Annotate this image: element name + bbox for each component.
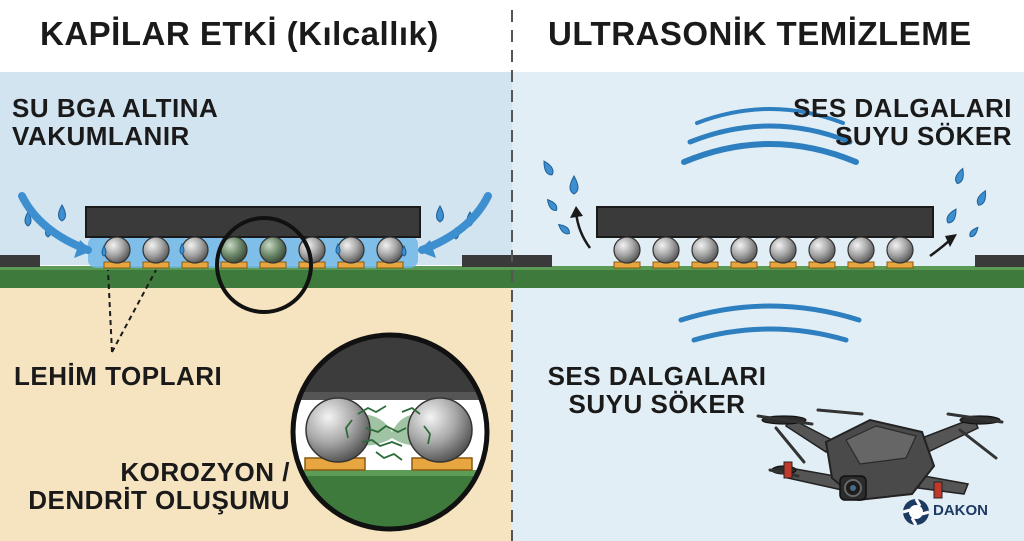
dakon-logo-icon	[902, 498, 930, 526]
drone-illustration	[756, 408, 1004, 502]
solder-ball	[730, 236, 758, 264]
solder-ball	[847, 236, 875, 264]
left-side-component	[0, 255, 40, 267]
sound-waves-top-line1: SES DALGALARI	[793, 93, 1012, 123]
magnifier-circle	[215, 216, 313, 314]
sound-waves-bottom-line1: SES DALGALARI	[547, 361, 767, 391]
sound-waves-label-bottom: SES DALGALARI SUYU SÖKER	[532, 362, 782, 418]
solder-ball	[259, 236, 287, 264]
bga-chip-right	[596, 206, 934, 238]
solder-ball	[769, 236, 797, 264]
sound-waves-bottom	[678, 303, 862, 343]
water-droplets-right	[543, 160, 987, 238]
left-title-bar	[0, 0, 512, 72]
sound-waves-bottom-line2: SUYU SÖKER	[568, 389, 746, 420]
corrosion-zoom	[293, 335, 487, 529]
corrosion-zoom-border	[290, 332, 490, 532]
water-vacuum-line2: VAKUMLANIR	[12, 121, 190, 152]
solder-ball	[376, 236, 404, 264]
sound-waves-label-top: SES DALGALARI SUYU SÖKER	[760, 94, 1012, 150]
right-pcb	[512, 266, 1024, 288]
solder-ball	[142, 236, 170, 264]
right-panel-title: ULTRASONİK TEMİZLEME	[548, 15, 972, 52]
solder-ball	[652, 236, 680, 264]
right-side-component-2	[975, 255, 1024, 267]
left-pcb	[0, 266, 512, 288]
corrosion-label: KOROZYON / DENDRİT OLUŞUMU	[20, 458, 290, 514]
water-under-bga	[88, 236, 418, 268]
solder-pads-right	[613, 261, 914, 269]
right-side-component	[512, 255, 552, 267]
solder-ball	[808, 236, 836, 264]
solder-balls-label: LEHİM TOPLARI	[14, 361, 223, 391]
dakon-logo-text: DAKON	[933, 502, 988, 519]
solder-ball	[337, 236, 365, 264]
corrosion-line2: DENDRİT OLUŞUMU	[28, 485, 290, 516]
sound-waves-top-line2: SUYU SÖKER	[835, 121, 1012, 152]
solder-ball	[691, 236, 719, 264]
bga-chip-left	[85, 206, 421, 238]
corrosion-line1: KOROZYON /	[120, 457, 290, 487]
water-vacuum-line1: SU BGA ALTINA	[12, 93, 219, 123]
sound-waves-top	[681, 107, 859, 165]
solder-ball	[103, 236, 131, 264]
solder-balls-right	[613, 236, 914, 264]
solder-ball	[886, 236, 914, 264]
solder-label-pointers	[107, 269, 157, 353]
right-title-bar	[512, 0, 1024, 72]
left-side-component-2	[462, 255, 512, 267]
left-panel-title: KAPİLAR ETKİ (Kılcallık)	[40, 15, 439, 52]
solder-ball	[613, 236, 641, 264]
solder-ball	[181, 236, 209, 264]
water-vacuum-label: SU BGA ALTINA VAKUMLANIR	[12, 94, 218, 150]
